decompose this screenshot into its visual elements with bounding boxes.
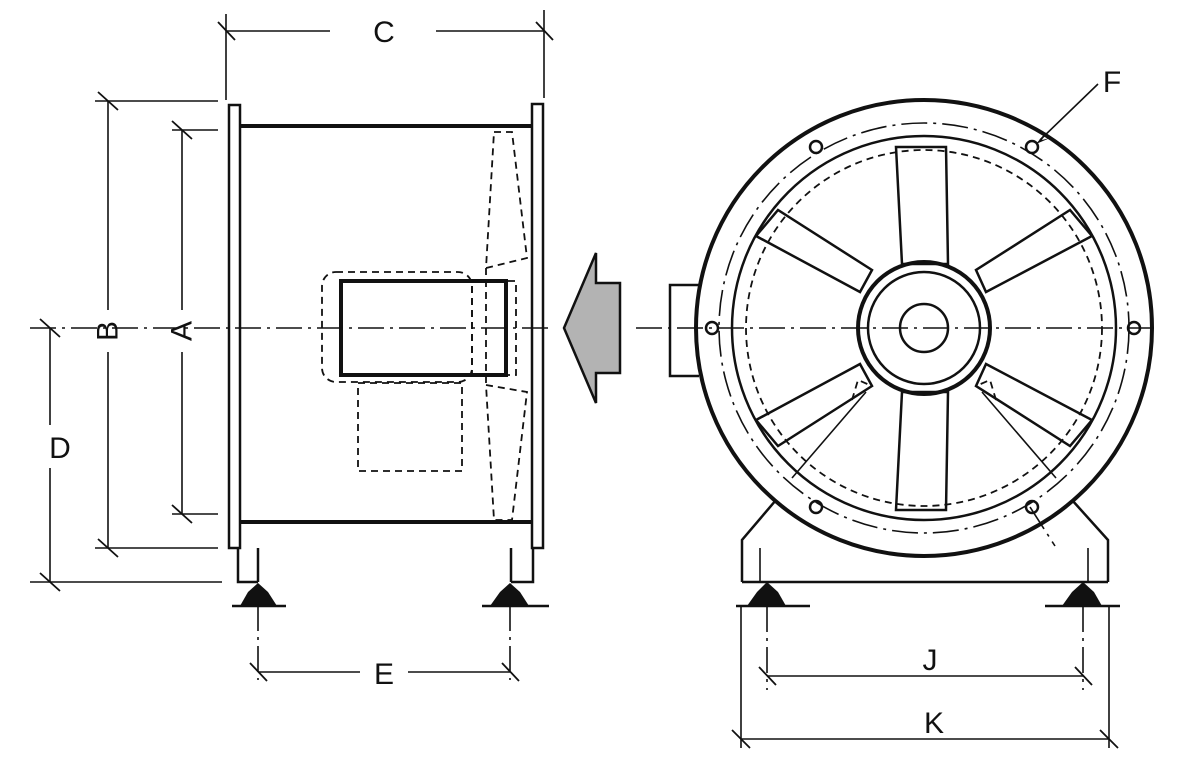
front-bolt-holes — [704, 139, 1142, 515]
airflow-direction-arrow — [562, 252, 622, 404]
dimension-a: A — [166, 120, 199, 524]
front-left-mount-foot — [747, 582, 786, 606]
dimension-d: D — [39, 318, 71, 592]
label-b: B — [92, 321, 125, 341]
side-left-mount-foot — [240, 583, 277, 606]
side-view-blades — [485, 131, 528, 521]
dimension-b: B — [92, 91, 125, 558]
side-extension-lines — [30, 10, 545, 583]
side-right-mount-foot — [490, 583, 529, 606]
front-bolt-angle-line — [1029, 506, 1056, 547]
dimension-j: J — [758, 644, 1093, 686]
side-view-feet — [232, 548, 549, 608]
bolt-hole — [808, 139, 824, 155]
leader-f: F — [1036, 66, 1121, 144]
label-a: A — [166, 321, 199, 341]
side-view: C B A D — [30, 10, 554, 691]
dimension-c: C — [217, 16, 554, 49]
side-view-motor — [321, 271, 517, 472]
front-right-mount-foot — [1062, 582, 1102, 606]
label-e: E — [374, 658, 394, 691]
label-f: F — [1103, 66, 1121, 99]
dimension-e: E — [249, 658, 520, 691]
bolt-hole — [1024, 139, 1040, 155]
side-view-casing — [227, 102, 545, 550]
label-k: K — [924, 707, 944, 740]
bolt-hole — [808, 499, 824, 515]
front-view: F J K — [636, 66, 1160, 749]
bolt-hole — [1024, 499, 1040, 515]
label-j: J — [923, 644, 938, 677]
front-terminal-box — [668, 283, 699, 378]
label-d: D — [49, 432, 71, 465]
front-motor-struts — [791, 378, 1057, 479]
dimension-k: K — [731, 606, 1119, 749]
front-view-base — [736, 499, 1120, 608]
label-c: C — [373, 16, 395, 49]
